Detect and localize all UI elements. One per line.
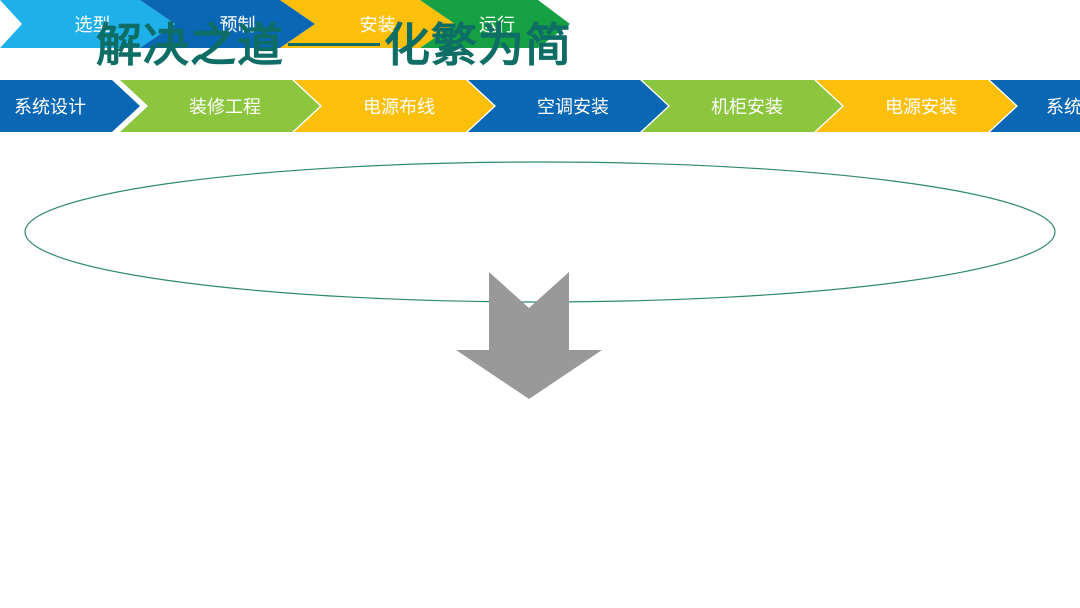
chevron-step-label: 电源安装: [885, 97, 957, 118]
chevron-step-label: 选型: [74, 15, 111, 36]
chevron-step-system: 系统: [990, 80, 1080, 132]
page-title: 解决之道化繁为简: [96, 22, 572, 68]
chevron-step-prefab: 预制: [140, 0, 315, 48]
down-arrow-icon: [456, 272, 602, 399]
chevron-step-selection: 选型: [0, 0, 175, 48]
chevron-step-label: 电源布线: [363, 97, 435, 118]
chevron-step-power-install: 电源安装: [816, 80, 1016, 132]
chevron-step-power-wiring: 电源布线: [294, 80, 494, 132]
outline-ellipse: [24, 161, 1056, 303]
title-main: 解决之道: [96, 18, 284, 72]
chevron-step-label: 空调安装: [537, 97, 609, 118]
chevron-step-label: 系统: [1046, 97, 1080, 118]
chevron-step-label: 装修工程: [189, 97, 261, 118]
chevron-step-system-design: 系统设计: [0, 80, 140, 132]
chevron-step-label: 预制: [219, 15, 256, 36]
chevron-step-operate: 运行: [420, 0, 570, 48]
chevron-step-install: 安装: [280, 0, 455, 48]
chevron-step-label: 机柜安装: [711, 97, 783, 118]
chevron-step-label: 安装: [359, 15, 396, 36]
chevron-step-label: 运行: [479, 15, 515, 36]
title-dash: [288, 43, 380, 46]
chevron-step-label: 系统设计: [14, 97, 86, 118]
title-emphasis: 化繁为简: [384, 18, 572, 72]
chevron-step-ac-install: 空调安装: [468, 80, 668, 132]
chevron-step-decoration: 装修工程: [120, 80, 320, 132]
chevron-step-cabinet-install: 机柜安装: [642, 80, 842, 132]
